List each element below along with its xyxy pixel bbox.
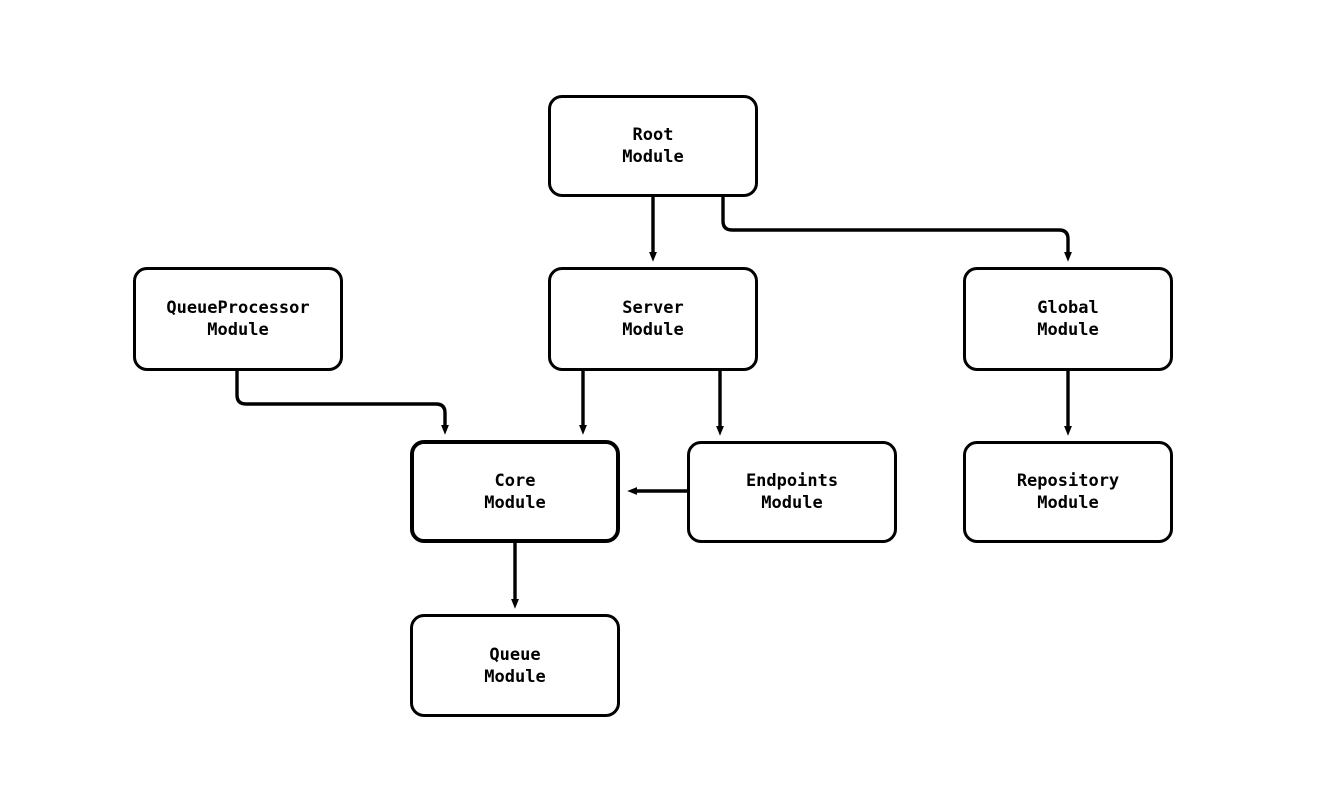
node-label-root: Root Module bbox=[622, 125, 684, 167]
node-core[interactable]: Core Module bbox=[410, 440, 620, 543]
node-label-repository: Repository Module bbox=[1016, 471, 1120, 513]
node-label-global: Global Module bbox=[1037, 298, 1099, 340]
node-global[interactable]: Global Module bbox=[963, 267, 1173, 371]
node-server[interactable]: Server Module bbox=[548, 267, 758, 371]
node-label-endpoints: Endpoints Module bbox=[745, 471, 839, 513]
node-queue[interactable]: Queue Module bbox=[410, 614, 620, 717]
edge-root-to-global bbox=[721, 197, 1072, 262]
node-queueprocessor[interactable]: QueueProcessor Module bbox=[133, 267, 343, 371]
edge-queueprocessor-to-core bbox=[235, 371, 449, 435]
node-label-core: Core Module bbox=[484, 470, 546, 513]
edges-group bbox=[235, 197, 1072, 609]
node-label-server: Server Module bbox=[622, 298, 684, 340]
node-root[interactable]: Root Module bbox=[548, 95, 758, 197]
node-label-queue: Queue Module bbox=[484, 644, 546, 687]
node-label-queueprocessor: QueueProcessor Module bbox=[166, 298, 310, 340]
node-endpoints[interactable]: Endpoints Module bbox=[687, 441, 897, 543]
node-repository[interactable]: Repository Module bbox=[963, 441, 1173, 543]
